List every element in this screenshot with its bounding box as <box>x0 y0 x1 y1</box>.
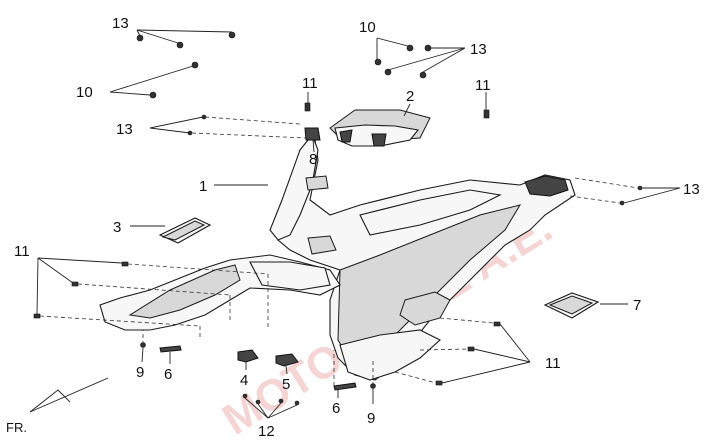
callout-10-left: 10 <box>76 84 93 101</box>
callout-11-top-center: 11 <box>302 75 318 92</box>
callout-5: 5 <box>282 376 290 393</box>
callout-12: 12 <box>258 423 275 440</box>
callout-11-left: 11 <box>14 243 30 260</box>
callout-10-right: 10 <box>359 19 376 36</box>
front-direction-arrow <box>29 377 109 413</box>
callout-3: 3 <box>113 219 121 236</box>
callout-6-left: 6 <box>164 366 172 383</box>
callout-11-right: 11 <box>545 355 561 372</box>
callout-2: 2 <box>406 88 414 105</box>
callout-1: 1 <box>199 178 207 195</box>
cover-plate-7 <box>543 292 600 319</box>
top-cover-part <box>329 109 431 147</box>
callout-13-top-right: 13 <box>470 41 487 58</box>
callout-8: 8 <box>309 151 317 168</box>
cover-plate-3 <box>158 217 212 244</box>
callout-7: 7 <box>633 297 641 314</box>
callout-4: 4 <box>240 372 248 389</box>
clip-part-8 <box>304 127 321 141</box>
callout-13-top-left: 13 <box>112 15 129 32</box>
leader-lines <box>36 29 681 419</box>
callout-6-right: 6 <box>332 400 340 417</box>
strip-part-6-right <box>333 382 357 391</box>
floor-panel-part <box>99 133 576 381</box>
strip-part-6-left <box>159 345 182 353</box>
bracket-part-5 <box>275 353 299 367</box>
callout-11-top-right: 11 <box>475 77 491 94</box>
front-direction-label: FR. <box>6 420 27 435</box>
callout-13-right: 13 <box>683 181 700 198</box>
callout-13-mid-left: 13 <box>116 121 133 138</box>
callout-9-right: 9 <box>367 410 375 427</box>
bracket-part-4 <box>237 349 259 363</box>
callout-9-left: 9 <box>136 364 144 381</box>
callout-labels: 13 10 10 13 11 11 2 13 8 1 13 3 11 7 11 … <box>14 15 700 440</box>
